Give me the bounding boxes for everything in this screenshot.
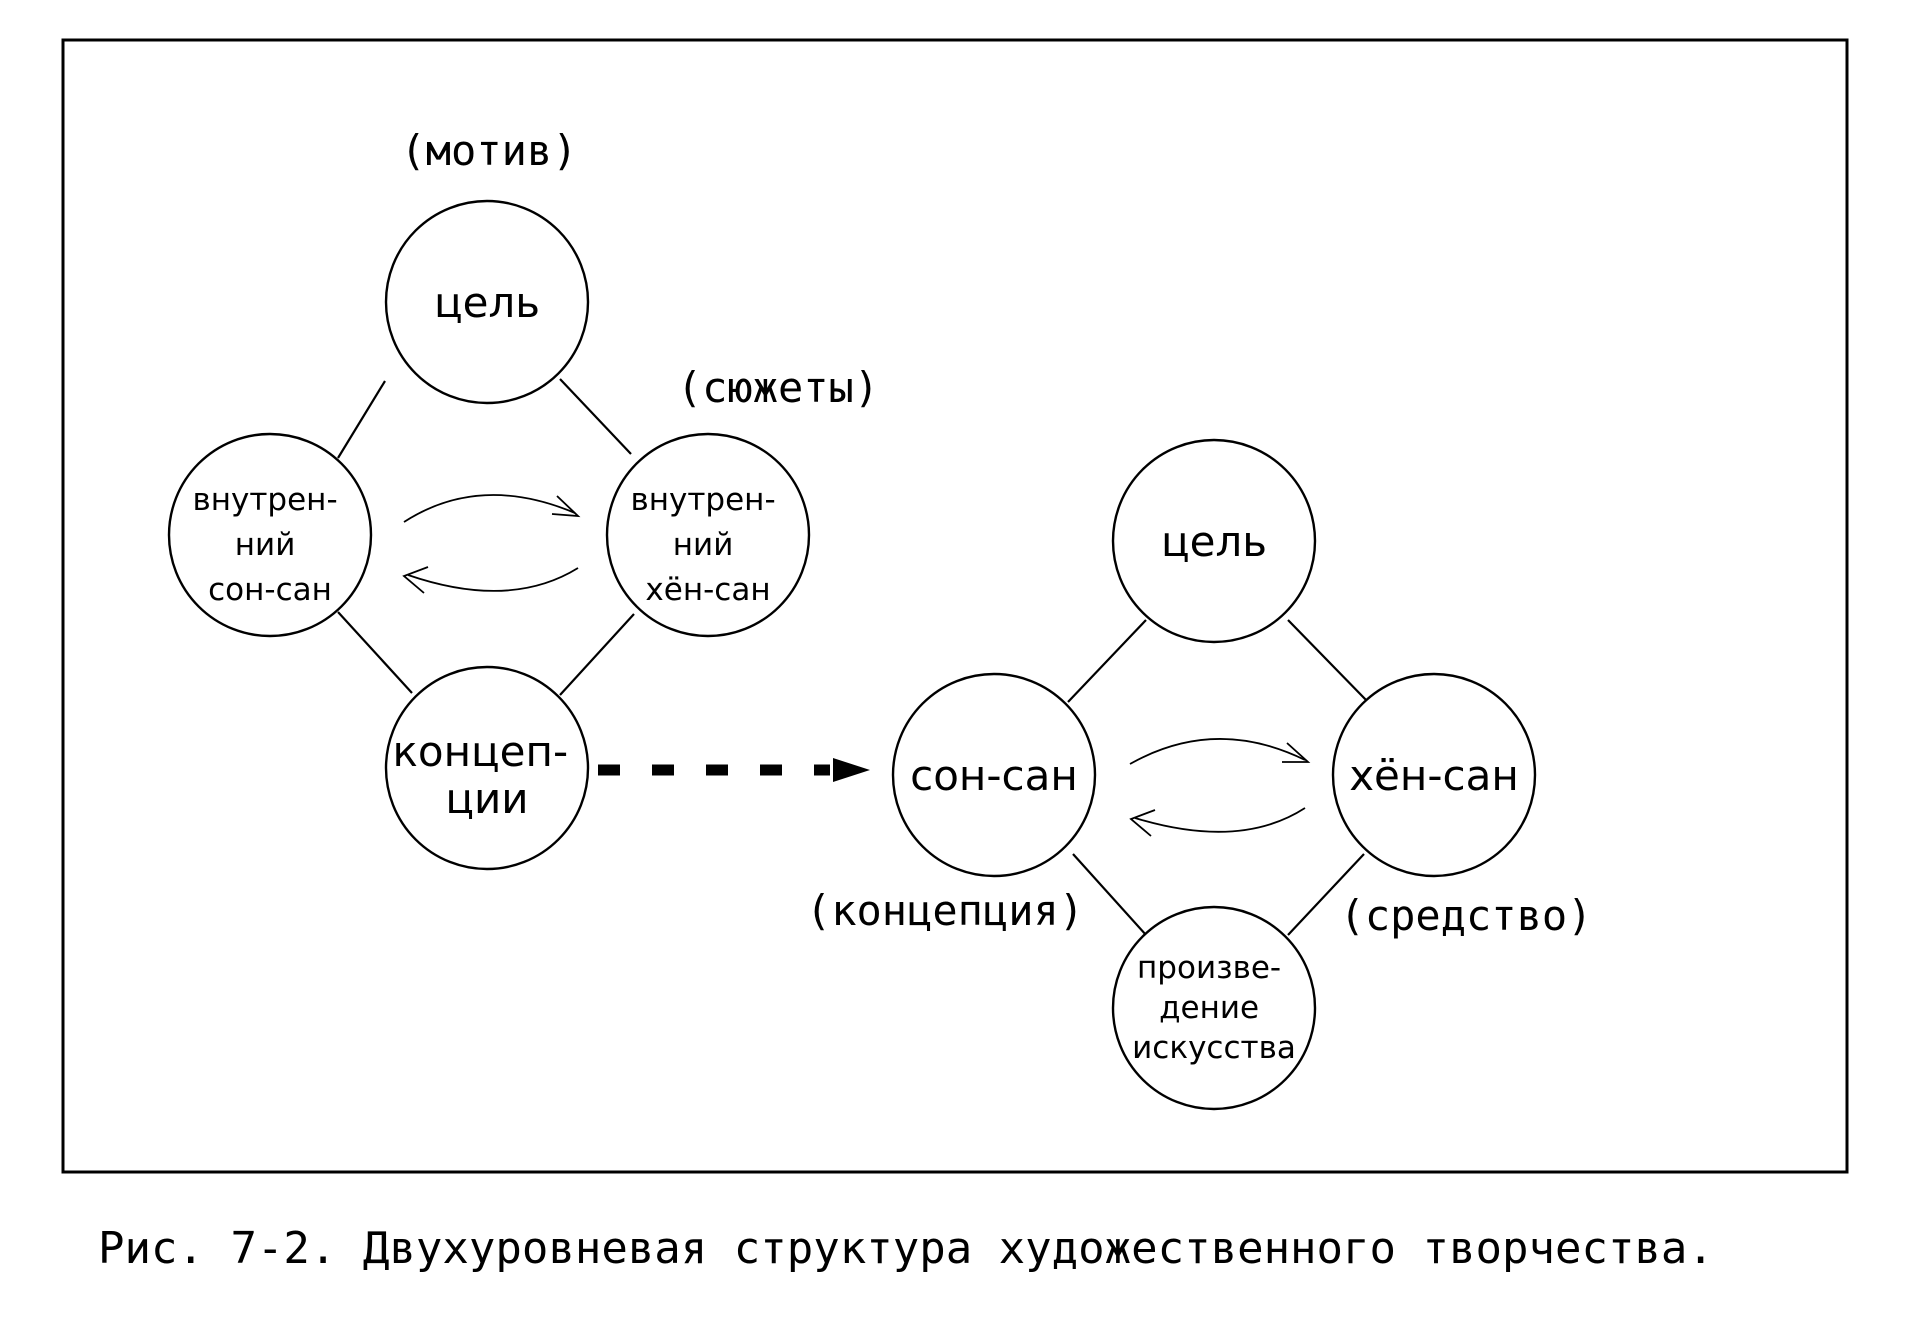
edge-hensan-artwork [1287, 853, 1365, 936]
arc-back [1134, 807, 1306, 833]
node-sonsan [891, 672, 1097, 878]
node-goal-1-text: цель [434, 278, 540, 327]
edge-goal1-inner-sonsan [337, 380, 386, 459]
arrowhead-inner-forward [551, 495, 581, 518]
arc-forward [1129, 738, 1306, 765]
label-plots: (сюжеты) [677, 363, 879, 412]
node-concepts-text: концеп- ции [393, 727, 582, 823]
node-goal-1 [384, 199, 590, 405]
node-sonsan-text: сон-сан [910, 751, 1078, 800]
edge-sonsan-artwork [1072, 853, 1147, 936]
figure-caption: Рис. 7-2. Двухуровневая структура художе… [98, 1223, 1714, 1274]
node-goal-2 [1111, 438, 1317, 644]
node-inner-hensan-text: внутрен- ний хён-сан [630, 482, 785, 608]
edge-goal2-sonsan [1067, 619, 1147, 703]
arc-inner-forward [403, 494, 576, 523]
node-inner-hensan [605, 432, 811, 638]
label-motive: (мотив) [400, 126, 577, 175]
arrowhead-forward [1282, 742, 1311, 763]
edge-inner-hensan-concepts [559, 613, 635, 696]
edge-inner-sonsan-concepts [337, 611, 413, 694]
node-hensan-text: хён-сан [1349, 751, 1519, 800]
node-artwork-text: произве- дение искусства [1132, 950, 1296, 1066]
label-means: (средство) [1340, 891, 1593, 940]
arrowhead-inner-back [402, 566, 429, 594]
diagram-frame [61, 38, 1849, 1174]
node-inner-sonsan [167, 432, 373, 638]
label-concept: (концепция) [806, 886, 1084, 935]
arc-inner-back [407, 567, 579, 592]
node-goal-2-text: цель [1161, 517, 1267, 566]
node-hensan [1331, 672, 1537, 878]
edge-goal1-inner-hensan [559, 378, 632, 455]
arrowhead-back [1129, 809, 1156, 837]
connector-arrowhead [833, 758, 870, 782]
node-artwork [1111, 905, 1317, 1111]
node-inner-sonsan-text: внутрен- ний сон-сан [192, 482, 347, 608]
node-concepts [384, 665, 590, 871]
edge-goal2-hensan [1287, 619, 1369, 703]
